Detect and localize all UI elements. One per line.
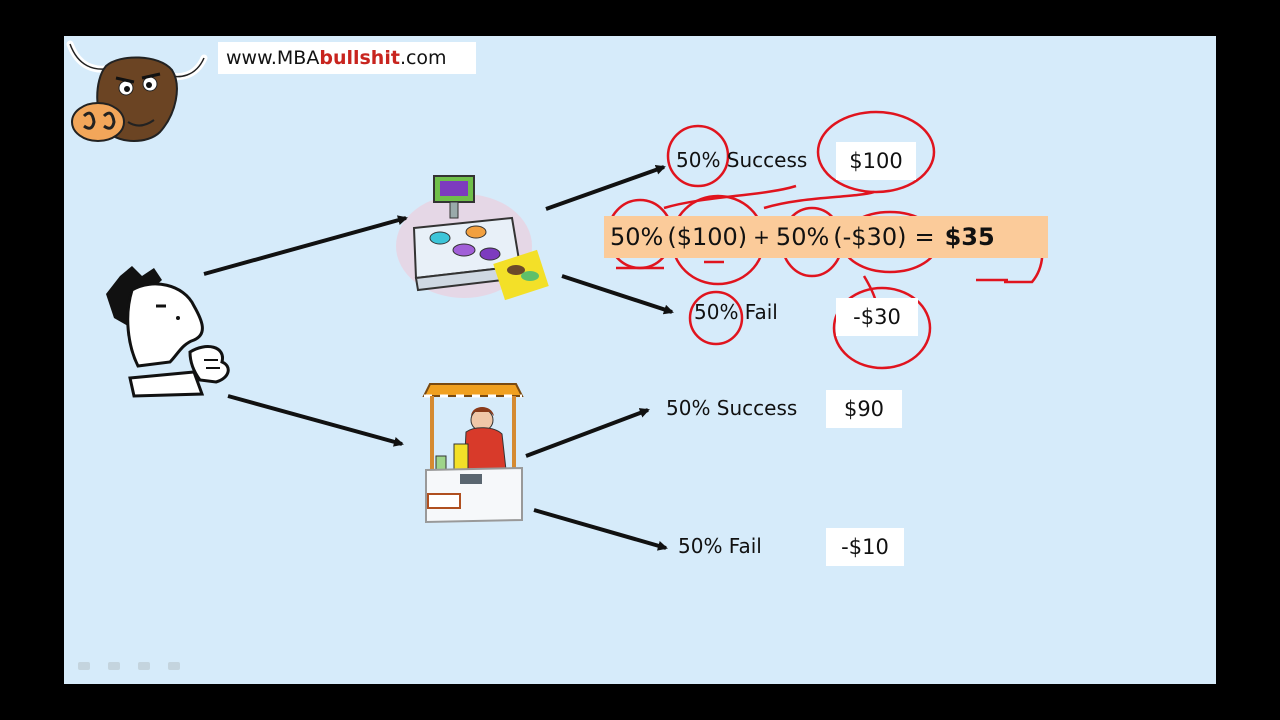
arrow-to-candy-shop: [203, 215, 408, 276]
arrow-top-success: [545, 164, 666, 211]
url-prefix: www.MBA: [226, 47, 320, 69]
annotation-connector-1: [663, 184, 797, 210]
expected-value-formula: 50% ($100) + 50% (-$30) = $35: [604, 216, 1048, 258]
bottom-success-value: $90: [826, 390, 902, 428]
formula-equals: =: [914, 223, 935, 251]
top-fail-value: -$30: [836, 298, 918, 336]
thinking-man-icon: [106, 266, 230, 398]
url-suffix: .com: [399, 47, 447, 69]
formula-value-1: ($100): [667, 223, 748, 251]
bull-logo-icon: [66, 40, 208, 142]
candy-shop-icon: [396, 175, 549, 301]
arrow-top-fail: [561, 274, 674, 315]
slide-pen-control[interactable]: [138, 662, 150, 670]
annotation-circle-fail-pct: [688, 290, 744, 346]
annotation-connector-2: [763, 190, 875, 210]
bottom-fail-label: 50% Fail: [678, 534, 762, 558]
bottom-fail-value: -$10: [826, 528, 904, 566]
arrow-to-lemonade-stand: [227, 394, 404, 447]
lemonade-stand-icon: [422, 383, 524, 524]
top-success-label: 50% Success: [676, 148, 808, 172]
slide-next-control[interactable]: [168, 662, 180, 670]
annotation-circle-fail-value: [832, 286, 932, 370]
top-success-value: $100: [836, 142, 916, 180]
formula-plus: +: [753, 225, 770, 249]
top-fail-label: 50% Fail: [694, 300, 778, 324]
decision-tree-connectors: [203, 110, 1044, 551]
slide-prev-control[interactable]: [78, 662, 90, 670]
formula-prob-2: 50%: [775, 223, 830, 251]
formula-value-2: (-$30): [833, 223, 907, 251]
annotation-circle-success-pct: [666, 124, 730, 188]
annotation-circle-success-value: [816, 110, 936, 194]
slide-menu-control[interactable]: [108, 662, 120, 670]
formula-result: $35: [944, 223, 995, 251]
formula-prob-1: 50%: [610, 223, 664, 251]
url-accent: bullshit: [319, 47, 400, 69]
bottom-success-label: 50% Success: [666, 396, 798, 420]
arrow-bottom-success: [525, 408, 650, 458]
arrow-bottom-fail: [533, 508, 668, 551]
